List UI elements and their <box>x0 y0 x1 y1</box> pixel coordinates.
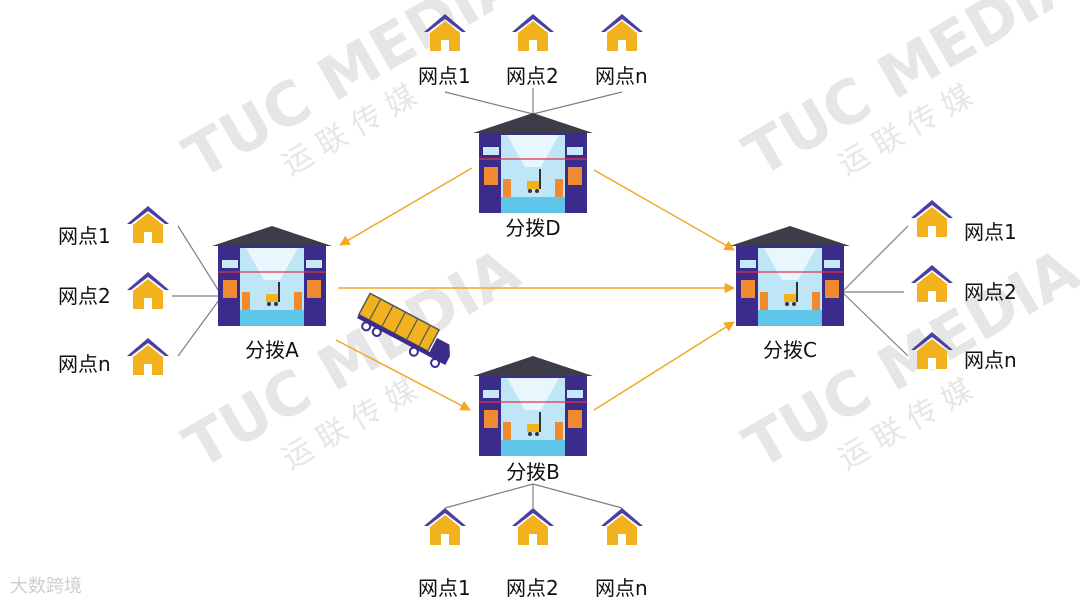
hub-b-label: 分拨B <box>506 460 560 484</box>
arrow-b-to-c <box>593 321 735 411</box>
outlet-house-icon <box>127 338 169 375</box>
outlet-label: 网点n <box>964 348 1017 372</box>
outlet-house-icon <box>512 14 554 51</box>
truck-icon <box>356 292 450 368</box>
outlet-house-icon <box>512 508 554 545</box>
outlet-label: 网点n <box>595 64 648 88</box>
outlet-house-icon <box>127 272 169 309</box>
outlet-house-icon <box>601 508 643 545</box>
outlet-house-icon <box>127 206 169 243</box>
outlet-label: 网点1 <box>964 220 1017 244</box>
hub-a-warehouse-icon <box>211 225 333 327</box>
outlet-house-icon <box>424 508 466 545</box>
arrow-a-to-b <box>335 339 471 411</box>
outlet-label: 网点2 <box>506 576 559 600</box>
outlet-label: 网点n <box>595 576 648 600</box>
svg-text:TUC MEDIA: TUC MEDIA <box>173 0 532 193</box>
arrow-d-to-c <box>593 169 735 251</box>
hub-d-warehouse-icon <box>472 112 594 214</box>
hub-a-label: 分拨A <box>245 338 299 362</box>
outlet-house-icon <box>911 200 953 237</box>
hub-c-label: 分拨C <box>763 338 817 362</box>
flow-arrows <box>335 167 736 411</box>
arrow-d-to-a <box>339 167 473 246</box>
outlet-links <box>172 88 909 509</box>
outlet-label: 网点2 <box>964 280 1017 304</box>
outlet-label: 网点1 <box>58 224 111 248</box>
outlet-house-icon <box>601 14 643 51</box>
outlet-house-icon <box>911 265 953 302</box>
outlet-label: 网点1 <box>418 576 471 600</box>
outlet-label: 网点n <box>58 352 111 376</box>
outlet-label: 网点2 <box>506 64 559 88</box>
hub-b-warehouse-icon <box>472 355 594 457</box>
outlet-label: 网点1 <box>418 64 471 88</box>
svg-text:TUC MEDIA: TUC MEDIA <box>733 0 1080 191</box>
hub-c-warehouse-icon <box>729 225 851 327</box>
hub-d-label: 分拨D <box>505 216 561 240</box>
corner-logo: 大数跨境 <box>10 576 82 597</box>
outlet-label: 网点2 <box>58 284 111 308</box>
